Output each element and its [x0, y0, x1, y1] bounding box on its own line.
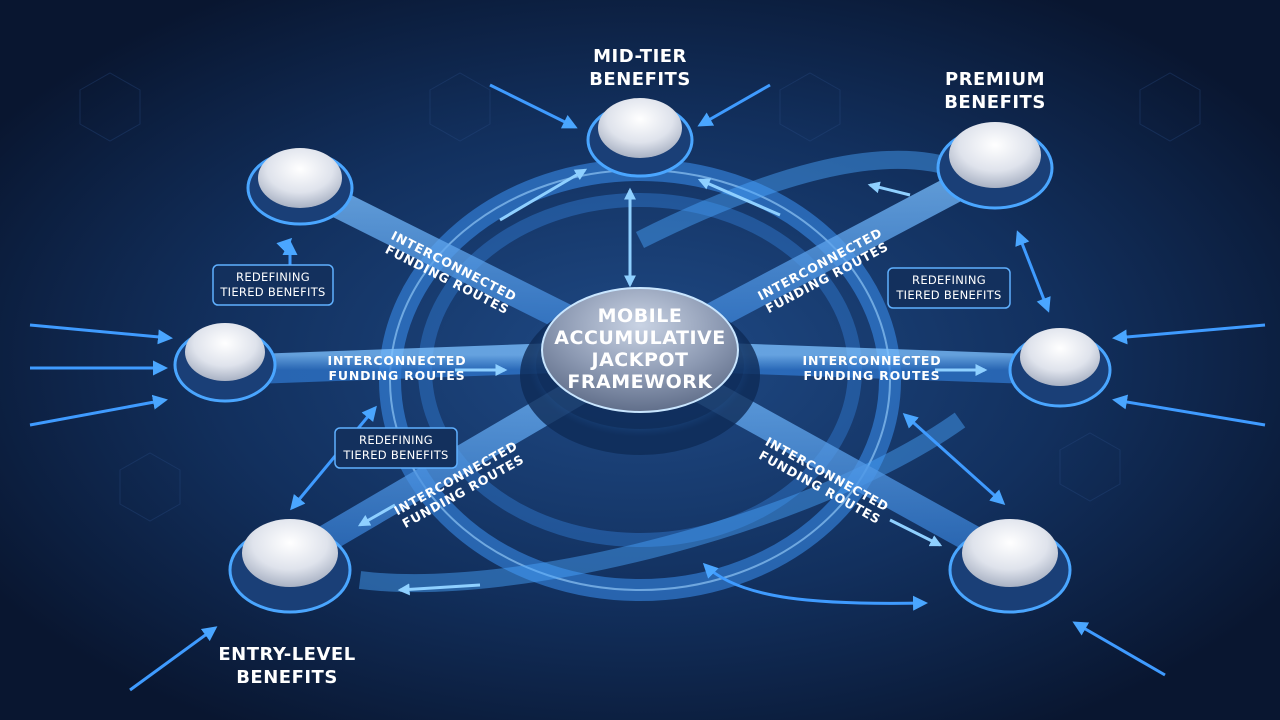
hub-title-line2: ACCUMULATIVE — [554, 327, 725, 349]
premium-line1: PREMIUM — [945, 69, 1045, 90]
mid-tier-line2: BENEFITS — [589, 69, 691, 90]
node-top-left — [246, 148, 354, 226]
label-entry-level: ENTRY-LEVEL BENEFITS — [218, 644, 355, 688]
label-mid-tier: MID-TIER BENEFITS — [589, 46, 691, 90]
node-entry-level — [228, 519, 352, 614]
mid-tier-line1: MID-TIER — [593, 46, 687, 67]
route-l-line1: INTERCONNECTED — [328, 353, 467, 368]
central-hub: MOBILE ACCUMULATIVE JACKPOT FRAMEWORK — [520, 285, 760, 455]
route-r-line2: FUNDING ROUTES — [804, 368, 941, 383]
hub-title-line4: FRAMEWORK — [567, 371, 713, 393]
premium-line2: BENEFITS — [944, 92, 1046, 113]
redef-lower-line2: TIERED BENEFITS — [342, 448, 448, 462]
hub-title-line3: JACKPOT — [590, 349, 689, 371]
redefining-box-left: REDEFINING TIERED BENEFITS — [212, 264, 334, 306]
redef-lower-line1: REDEFINING — [359, 433, 433, 447]
route-label-left: INTERCONNECTED FUNDING ROUTES — [328, 353, 467, 383]
external-arrows — [29, 83, 1266, 692]
redef-left-line1: REDEFINING — [236, 270, 310, 284]
route-l-line2: FUNDING ROUTES — [329, 368, 466, 383]
redef-left-line2: TIERED BENEFITS — [219, 285, 325, 299]
label-premium: PREMIUM BENEFITS — [944, 69, 1046, 113]
route-r-line1: INTERCONNECTED — [803, 353, 942, 368]
node-bottom-right — [948, 519, 1072, 614]
redefining-box-right: REDEFINING TIERED BENEFITS — [887, 267, 1011, 309]
entry-line2: BENEFITS — [236, 667, 338, 688]
node-mid-tier — [586, 98, 694, 178]
redef-right-line1: REDEFINING — [912, 273, 986, 287]
redef-right-line2: TIERED BENEFITS — [895, 288, 1001, 302]
entry-line1: ENTRY-LEVEL — [218, 644, 355, 665]
node-right — [1008, 328, 1112, 408]
node-premium — [936, 122, 1054, 210]
redefining-box-lower: REDEFINING TIERED BENEFITS — [334, 427, 458, 469]
flow-arrows — [357, 168, 988, 596]
route-label-right: INTERCONNECTED FUNDING ROUTES — [803, 353, 942, 383]
hub-title-line1: MOBILE — [598, 305, 683, 327]
hex-grid — [79, 72, 1201, 522]
node-left — [173, 323, 277, 403]
